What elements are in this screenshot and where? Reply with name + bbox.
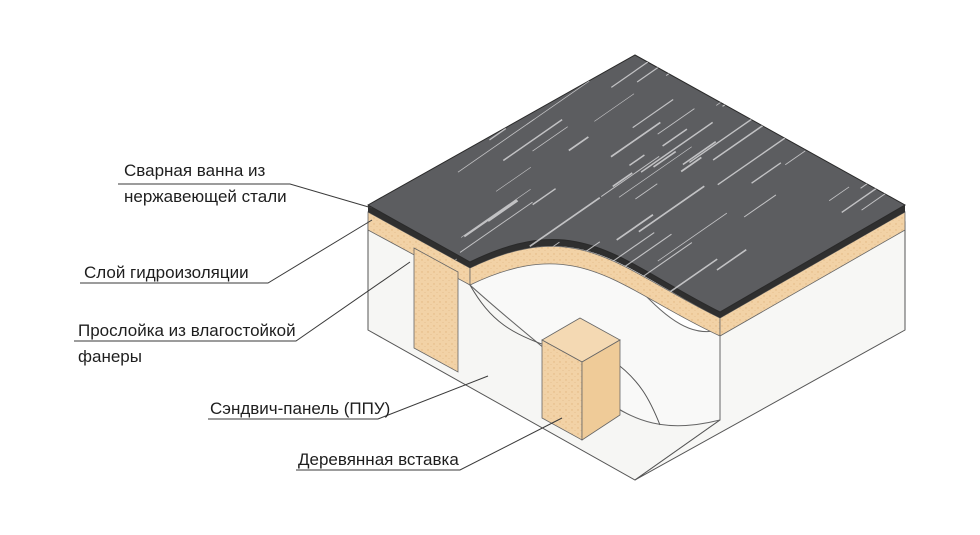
label-waterproofing: Слой гидроизоляции (84, 263, 249, 282)
steel-streak (638, 185, 705, 233)
wood-insert-left (413, 247, 459, 373)
steel-streak (430, 131, 461, 153)
steel-streak (459, 201, 533, 253)
steel-streak (532, 126, 568, 152)
steel-streak (665, 55, 702, 76)
steel-streak (715, 55, 763, 88)
label-steel-tub-line2: нержавеющей стали (124, 187, 287, 206)
label-sandwich-panel: Сэндвич-панель (ППУ) (210, 399, 390, 418)
steel-streak (610, 121, 661, 158)
steel-streak (632, 99, 674, 129)
steel-streak (689, 117, 754, 163)
steel-streak (568, 136, 589, 152)
steel-streak (465, 90, 510, 122)
steel-streak (653, 150, 677, 168)
steel-streak (460, 188, 531, 238)
steel-streak (558, 62, 578, 77)
steel-streak (716, 64, 775, 106)
steel-streak (594, 93, 635, 122)
steel-streak (463, 199, 518, 238)
steel-streak (526, 80, 590, 125)
steel-streak (779, 83, 805, 102)
steel-streak (489, 128, 507, 141)
steel-streak (717, 133, 792, 186)
steel-streak (743, 194, 777, 218)
steel-streak (457, 118, 535, 173)
steel-streak (751, 162, 782, 184)
steel-streak (662, 128, 688, 147)
steel-streak (722, 70, 774, 107)
steel-streak (680, 156, 702, 173)
steel-streak (411, 63, 473, 107)
steel-streak (657, 108, 695, 135)
steel-streak (640, 121, 714, 173)
steel-streak (618, 146, 692, 198)
steel-streak (635, 183, 658, 200)
steel-streak (424, 123, 470, 156)
label-plywood-line2: фанеры (78, 347, 142, 366)
waterproofing-layer (368, 205, 905, 318)
steel-streak (657, 212, 728, 262)
steel-streak (480, 64, 501, 79)
steel-streak (612, 172, 633, 188)
steel-streak (828, 186, 850, 202)
steel-streak (610, 232, 655, 264)
steel-streak (618, 233, 672, 272)
steel-streak (495, 166, 532, 192)
label-wood-insert: Деревянная вставка (298, 450, 459, 469)
steel-streak (502, 119, 563, 162)
leader-lines (74, 183, 563, 471)
steel-streak (529, 196, 601, 248)
steel-streak (600, 155, 660, 197)
wood-insert-post (541, 317, 621, 441)
steel-streak (661, 258, 718, 299)
labels: Сварная ванна из нержавеющей стали Слой … (78, 161, 459, 469)
steel-streak (858, 114, 902, 146)
steel-streak (629, 154, 645, 166)
label-steel-tub-line1: Сварная ванна из (124, 161, 266, 180)
steel-streak (699, 61, 741, 91)
steel-streak (487, 200, 519, 222)
steel-streak (785, 150, 806, 166)
steel-streak (798, 85, 836, 112)
steel-streak (484, 55, 561, 83)
steel-streak (616, 214, 654, 241)
steel-streak (716, 249, 747, 271)
label-plywood-line1: Прослойка из влагостойкой (78, 321, 296, 340)
steel-streak (532, 188, 557, 206)
steel-streak (682, 141, 717, 166)
